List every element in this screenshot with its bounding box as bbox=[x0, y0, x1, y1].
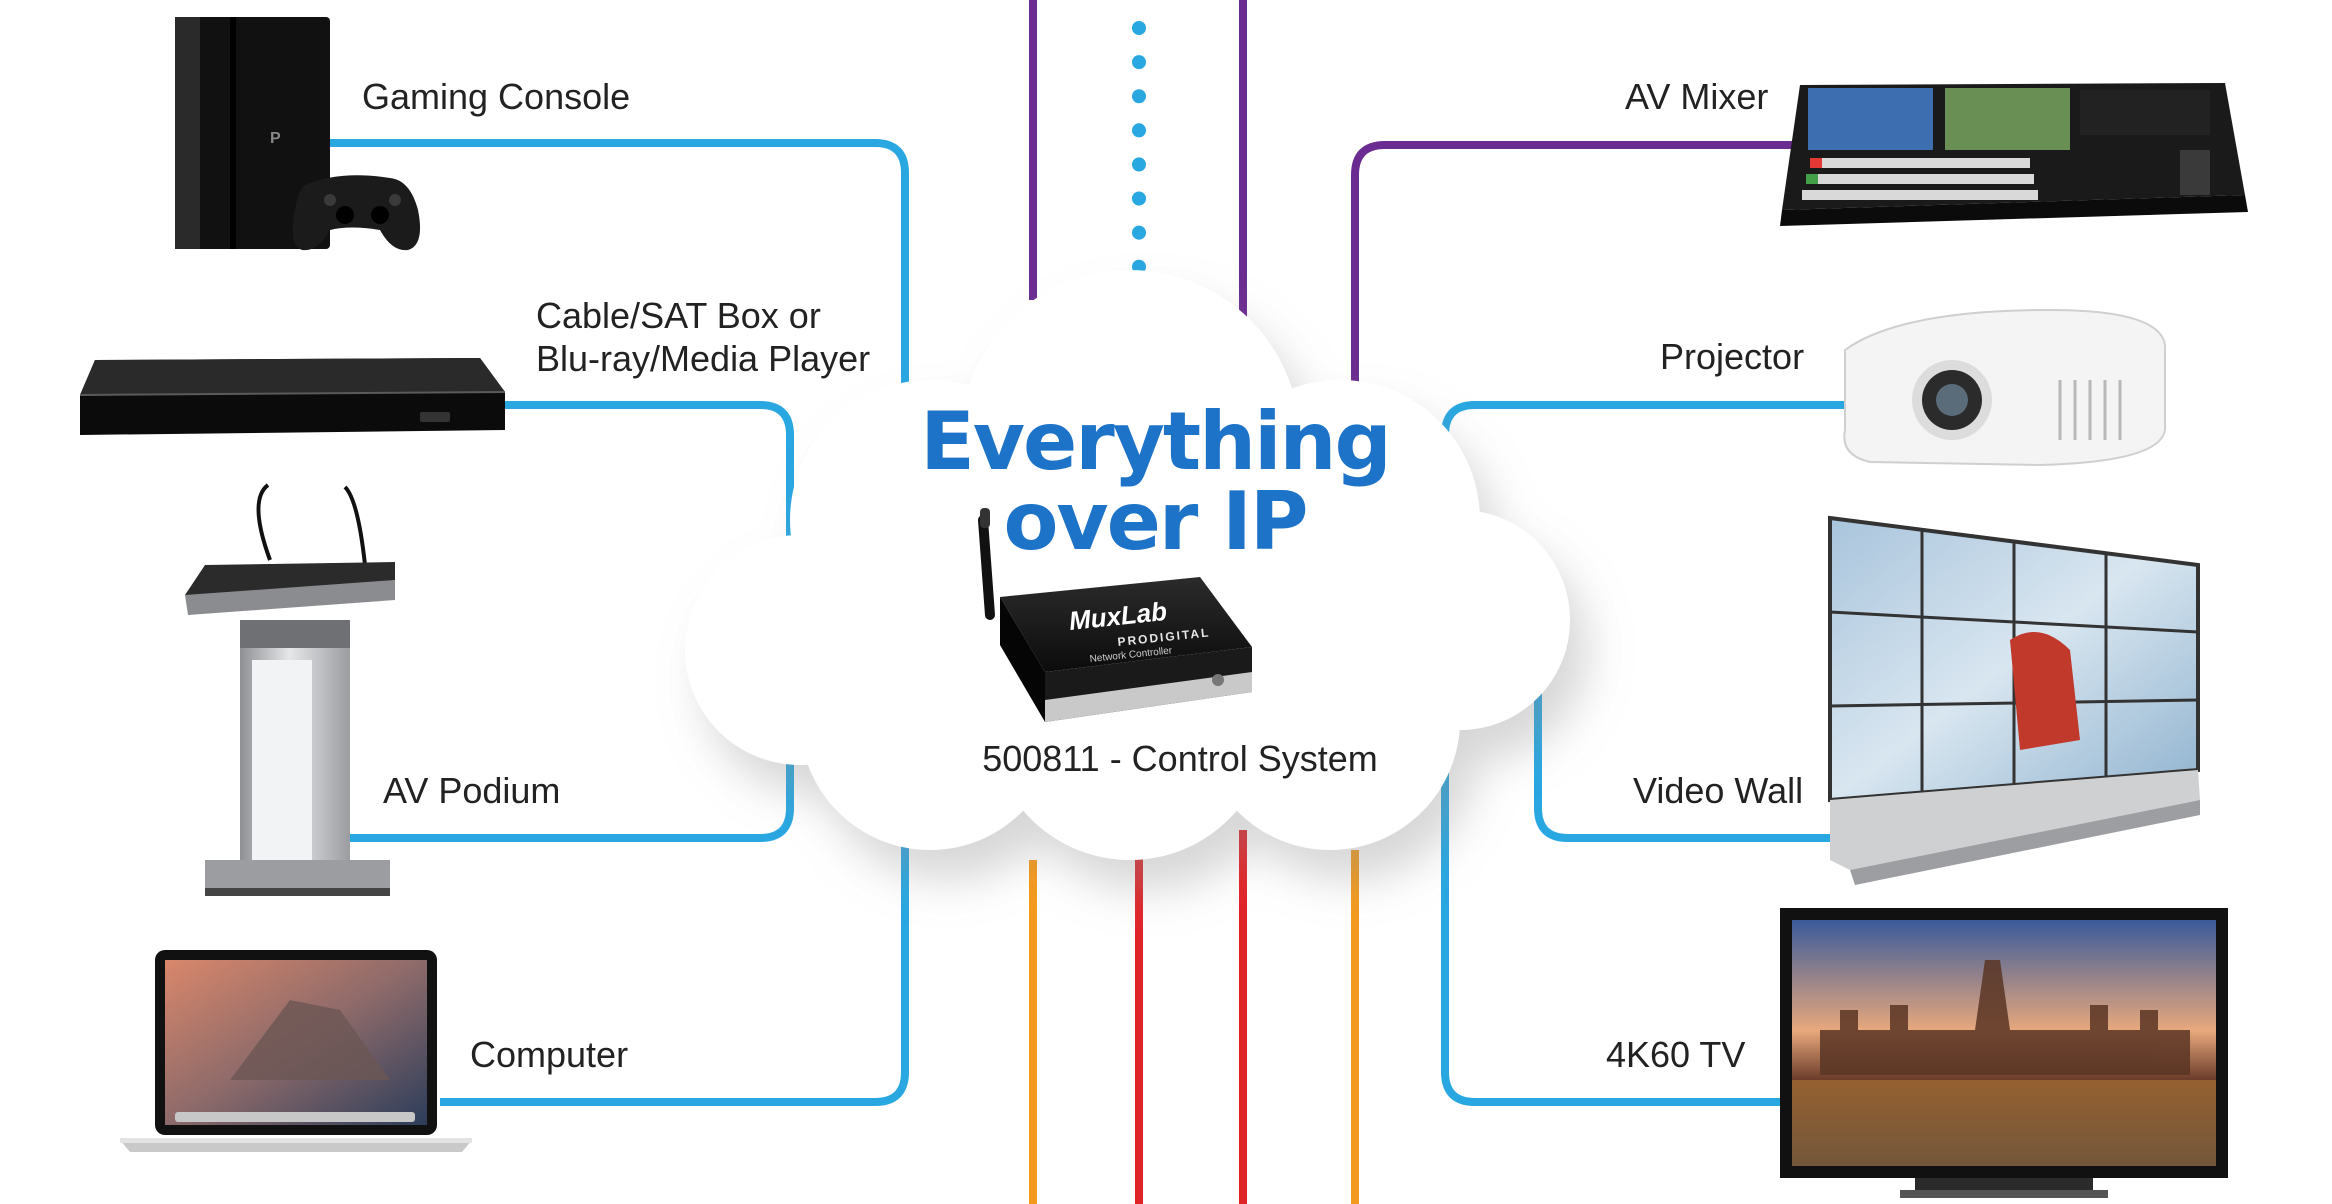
label-av-podium: AV Podium bbox=[383, 770, 561, 811]
tv-image bbox=[1780, 908, 2228, 1198]
videowall-connection bbox=[1534, 650, 1830, 842]
left-connections bbox=[330, 139, 909, 1106]
cable-box-image bbox=[79, 358, 506, 435]
mixer-connection bbox=[1351, 141, 1795, 420]
gaming-connection bbox=[330, 139, 909, 420]
projector-image bbox=[1843, 308, 2166, 467]
controller-label: 500811 - Control System bbox=[982, 738, 1378, 779]
projector-connection bbox=[1441, 401, 1845, 520]
label-video-wall: Video Wall bbox=[1633, 770, 1804, 811]
backbone-lines bbox=[1029, 0, 1359, 1204]
laptop-image bbox=[120, 950, 472, 1152]
label-4k60-tv: 4K60 TV bbox=[1606, 1034, 1746, 1075]
cloud bbox=[685, 270, 1570, 860]
label-cable-line-1: Cable/SAT Box or bbox=[536, 295, 821, 336]
video-wall-image bbox=[1828, 515, 2200, 885]
gaming-console-image: P bbox=[175, 17, 421, 251]
av-mixer-image bbox=[1780, 83, 2248, 226]
av-podium-image bbox=[185, 483, 395, 896]
title-line-2: over IP bbox=[1003, 475, 1308, 568]
label-gaming-console: Gaming Console bbox=[362, 76, 631, 117]
label-cable-line-2: Blu-ray/Media Player bbox=[536, 338, 871, 379]
label-computer: Computer bbox=[470, 1034, 629, 1075]
svg-text:P: P bbox=[270, 130, 281, 147]
podium-connection bbox=[345, 760, 794, 842]
tv-connection bbox=[1441, 720, 1780, 1106]
label-projector: Projector bbox=[1660, 336, 1805, 377]
label-av-mixer: AV Mixer bbox=[1625, 76, 1769, 117]
computer-connection bbox=[440, 760, 909, 1106]
title-line-1: Everything bbox=[920, 395, 1392, 488]
controller-device: MuxLab PRODIGITAL Network Controller bbox=[978, 508, 1252, 722]
cable-connection bbox=[505, 401, 794, 560]
